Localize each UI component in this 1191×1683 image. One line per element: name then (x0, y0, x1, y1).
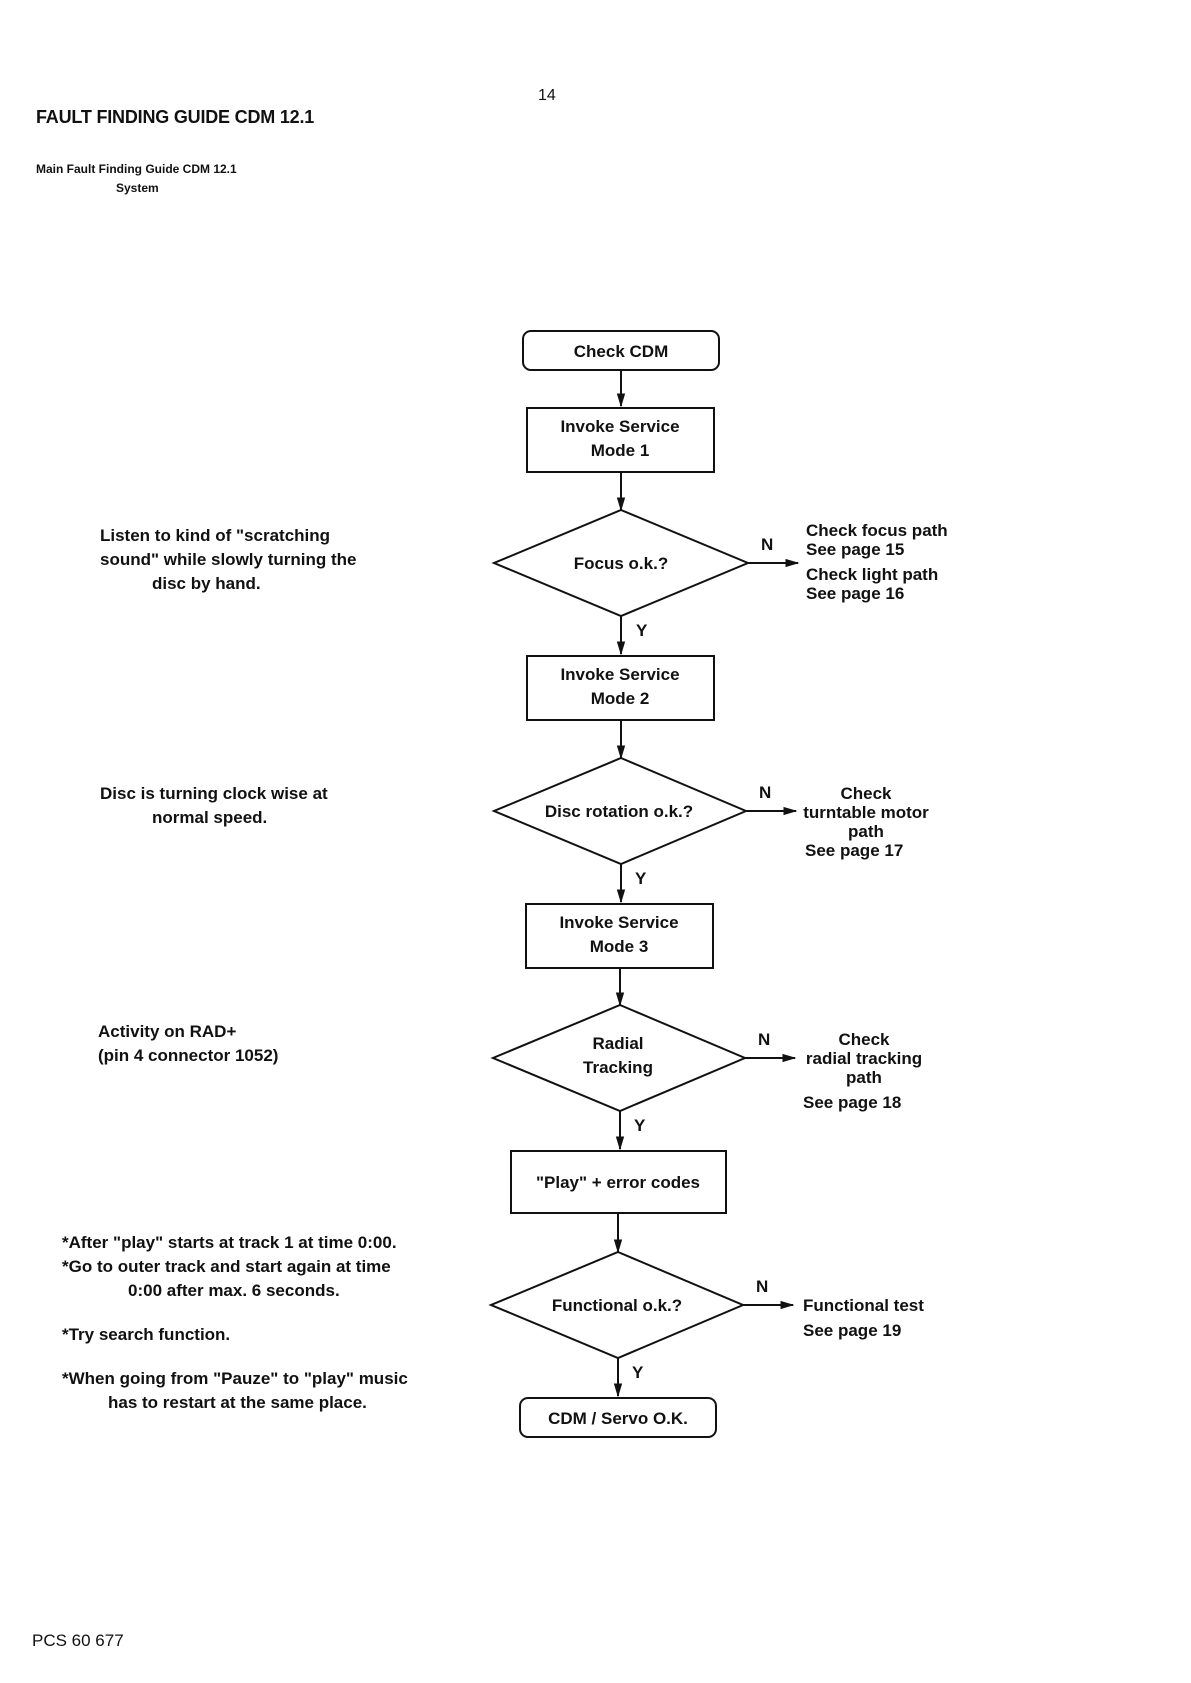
subtitle-line-2: System (116, 181, 159, 195)
functional-note-1: *After "play" starts at track 1 at time … (62, 1233, 397, 1252)
decision2-diamond (491, 756, 749, 866)
functional-note-2b: 0:00 after max. 6 seconds. (128, 1281, 340, 1300)
focus-note: Listen to kind of "scratching sound" whi… (100, 524, 356, 596)
functional-note-2a: *Go to outer track and start again at ti… (62, 1257, 391, 1276)
step3-box (525, 903, 714, 969)
functional-note-4a: *When going from "Pauze" to "play" music (62, 1369, 408, 1388)
decision1-label: Focus o.k.? (574, 554, 668, 573)
decision4-no-line2: See page 19 (803, 1321, 901, 1340)
decision2-no-line4: See page 17 (805, 841, 903, 860)
functional-note-4b: has to restart at the same place. (108, 1393, 367, 1412)
start-node (522, 330, 720, 371)
step4-label: "Play" + error codes (536, 1173, 700, 1192)
rotation-note-line2: normal speed. (152, 808, 268, 827)
decision3-label-line1: Radial (592, 1034, 643, 1053)
yes-label-2: Y (635, 869, 647, 888)
no-label-1: N (761, 535, 773, 554)
step4-box (510, 1150, 727, 1214)
subtitle-line-1: Main Fault Finding Guide CDM 12.1 (36, 162, 237, 176)
step1-label-line2: Mode 1 (591, 441, 650, 460)
rotation-note: Disc is turning clock wise at normal spe… (100, 782, 328, 830)
page-number: 14 (538, 87, 556, 104)
yes-label-3: Y (634, 1116, 646, 1135)
step2-label-line1: Invoke Service (560, 665, 679, 684)
yes-label-1: Y (636, 621, 648, 640)
radial-note-line1: Activity on RAD+ (98, 1022, 237, 1041)
decision3-no-line2: radial tracking (806, 1049, 922, 1068)
decision4-label: Functional o.k.? (552, 1296, 682, 1315)
step1-label-line1: Invoke Service (560, 417, 679, 436)
decision2-no-line3: path (848, 822, 884, 841)
yes-label-4: Y (632, 1363, 644, 1382)
decision1-no-line4: See page 16 (806, 584, 904, 603)
radial-note: Activity on RAD+ (pin 4 connector 1052) (98, 1020, 278, 1068)
decision3-no-line3: path (846, 1068, 882, 1087)
rotation-note-line1: Disc is turning clock wise at (100, 784, 328, 803)
functional-notes: *After "play" starts at track 1 at time … (62, 1231, 408, 1435)
end-label: CDM / Servo O.K. (548, 1409, 688, 1428)
decision1-no-line1: Check focus path (806, 521, 948, 540)
focus-note-line1: Listen to kind of "scratching (100, 526, 331, 545)
step3-label-line1: Invoke Service (559, 913, 678, 932)
functional-note-3: *Try search function. (62, 1325, 231, 1344)
decision1-diamond (491, 508, 751, 618)
step2-label-line2: Mode 2 (591, 689, 650, 708)
decision3-label-line2: Tracking (583, 1058, 653, 1077)
focus-note-line2: sound" while slowly turning the (100, 550, 357, 569)
radial-note-line2: (pin 4 connector 1052) (98, 1046, 279, 1065)
no-label-4: N (756, 1277, 768, 1296)
decision3-no-line4: See page 18 (803, 1093, 901, 1112)
no-label-2: N (759, 783, 771, 802)
decision3-diamond (490, 1003, 748, 1113)
decision2-no-line1: Check (840, 784, 892, 803)
decision3-no-line1: Check (838, 1030, 890, 1049)
page-subtitle: Main Fault Finding Guide CDM 12.1 System (36, 160, 237, 198)
start-label: Check CDM (574, 342, 668, 361)
step2-box (526, 655, 715, 721)
decision4-no-line1: Functional test (803, 1296, 924, 1315)
no-label-3: N (758, 1030, 770, 1049)
decision1-no-line2: See page 15 (806, 540, 904, 559)
page-title: FAULT FINDING GUIDE CDM 12.1 (36, 107, 315, 127)
footer-code: PCS 60 677 (32, 1631, 124, 1650)
decision1-no-line3: Check light path (806, 565, 938, 584)
end-node (519, 1397, 717, 1438)
decision4-diamond (488, 1250, 746, 1360)
decision2-label: Disc rotation o.k.? (545, 802, 693, 821)
step1-box (526, 407, 715, 473)
step3-label-line2: Mode 3 (590, 937, 649, 956)
focus-note-line3: disc by hand. (152, 574, 261, 593)
decision2-no-line2: turntable motor (803, 803, 929, 822)
